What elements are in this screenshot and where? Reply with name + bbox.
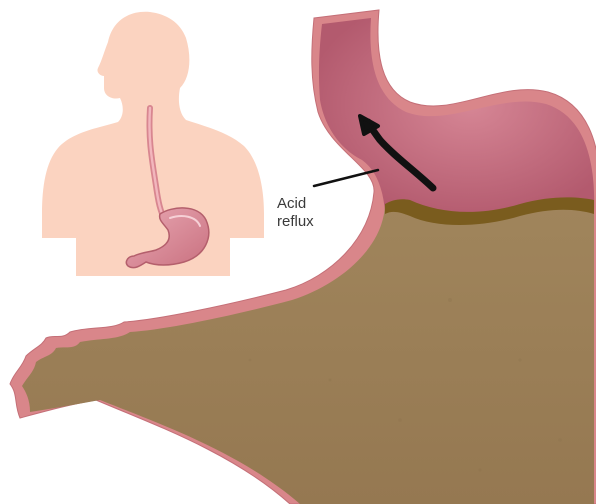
human-torso-icon [42, 12, 264, 276]
acid-reflux-label: Acid reflux [277, 195, 357, 231]
callout-line-2: reflux [277, 213, 357, 231]
callout-leader-line [314, 170, 378, 186]
callout-line-1: Acid [277, 195, 357, 213]
